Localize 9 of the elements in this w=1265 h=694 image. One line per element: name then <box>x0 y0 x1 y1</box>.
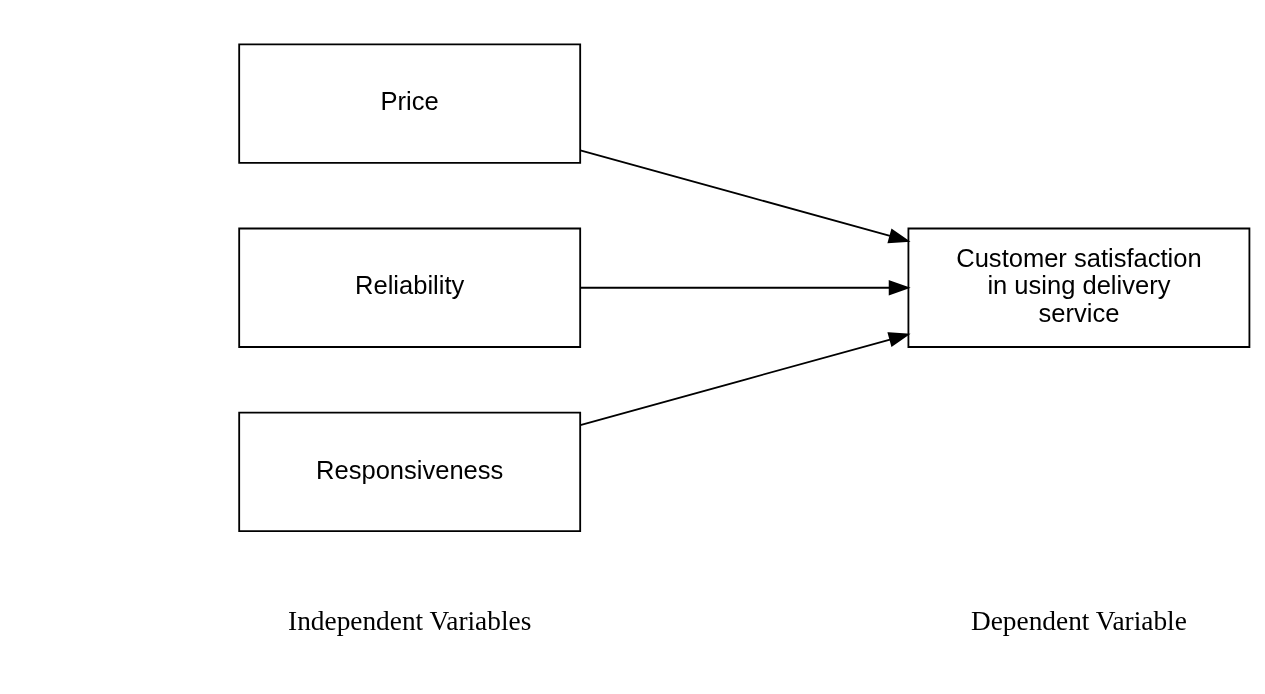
label: Dependent Variable <box>970 605 1187 636</box>
arrow <box>579 332 911 427</box>
arrow <box>579 149 911 244</box>
arrow <box>579 280 911 296</box>
node-box: Price <box>238 43 582 164</box>
node-box: Customer satisfaction in using delivery service <box>907 227 1251 348</box>
label: Independent Variables <box>288 605 532 636</box>
node-box: Responsiveness <box>238 411 582 533</box>
node-box: Reliability <box>238 227 582 348</box>
